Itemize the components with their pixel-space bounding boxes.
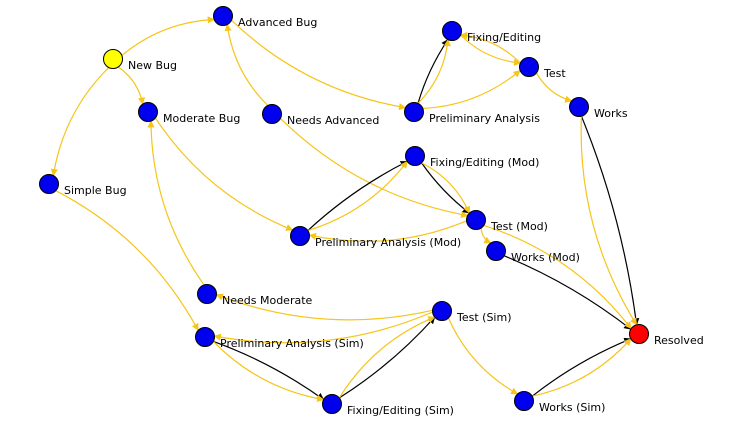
node-label: Fixing/Editing (Mod) — [430, 156, 539, 169]
node-circle[interactable] — [290, 226, 310, 246]
node-circle[interactable] — [466, 210, 486, 230]
node-label: Needs Advanced — [287, 114, 379, 127]
node-test-sim[interactable]: Test (Sim) — [432, 301, 512, 325]
edge-prelim-to-fixing — [417, 38, 451, 104]
edge-prelim-mod-to-fixing-mod — [307, 160, 408, 232]
node-label: Test — [543, 67, 566, 80]
node-label: Works (Sim) — [539, 401, 605, 414]
node-prelim-sim[interactable]: Preliminary Analysis (Sim) — [195, 327, 364, 351]
edge-test-to-fixing — [459, 32, 521, 64]
edge-needs-moderate-to-moderate-bug — [147, 120, 205, 286]
edge-new-bug-to-simple-bug — [50, 67, 110, 177]
node-fixing[interactable]: Fixing/Editing — [442, 21, 542, 45]
edge-test-to-works — [535, 72, 573, 103]
node-circle[interactable] — [629, 324, 649, 344]
node-test[interactable]: Test — [519, 57, 567, 81]
node-label: Advanced Bug — [238, 16, 317, 29]
node-moderate-bug[interactable]: Moderate Bug — [138, 102, 241, 126]
edge-works-to-resolved — [580, 116, 638, 326]
edge-fixing-to-test — [460, 34, 522, 66]
node-new-bug[interactable]: New Bug — [103, 49, 178, 73]
edge-simple-bug-to-prelim-sim — [55, 190, 199, 331]
node-works-mod[interactable]: Works (Mod) — [486, 241, 580, 265]
edge-fixing-mod-to-test-mod — [421, 162, 471, 214]
edge-new-bug-to-moderate-bug — [117, 66, 145, 105]
node-label: Fixing/Editing — [467, 31, 541, 44]
edge-test-sim-to-needs-moderate — [215, 293, 433, 321]
edge-fixing-mod-to-test-mod — [421, 162, 470, 214]
edge-works-to-resolved — [580, 115, 640, 326]
edge-works-mod-to-resolved — [503, 255, 632, 330]
node-label: New Bug — [128, 59, 177, 72]
edge-prelim-sim-to-fixing-sim — [212, 340, 325, 403]
node-label: Needs Moderate — [222, 294, 313, 307]
node-resolved[interactable]: Resolved — [629, 324, 704, 348]
edge-needs-advanced-to-test-mod — [279, 117, 469, 218]
edge-prelim-to-test — [422, 70, 521, 110]
node-circle[interactable] — [519, 57, 539, 77]
node-circle[interactable] — [322, 394, 342, 414]
node-circle[interactable] — [103, 49, 123, 69]
node-circle[interactable] — [262, 104, 282, 124]
edge-test-sim-to-works-sim — [447, 317, 519, 395]
node-label: Works — [594, 107, 628, 120]
edge-test-sim-to-prelim-sim — [213, 311, 433, 344]
node-circle[interactable] — [197, 284, 217, 304]
node-label: Resolved — [654, 334, 704, 347]
edge-advanced-bug-to-prelim — [231, 19, 407, 111]
edge-needs-advanced-to-advanced-bug — [224, 23, 269, 106]
node-simple-bug[interactable]: Simple Bug — [39, 174, 127, 198]
node-circle[interactable] — [569, 97, 589, 117]
node-label: Moderate Bug — [163, 112, 240, 125]
node-works-sim[interactable]: Works (Sim) — [514, 391, 606, 415]
node-circle[interactable] — [138, 102, 158, 122]
node-circle[interactable] — [442, 21, 462, 41]
node-needs-moderate[interactable]: Needs Moderate — [197, 284, 313, 308]
edge-works-sim-to-resolved — [532, 338, 632, 397]
node-prelim[interactable]: Preliminary Analysis — [404, 102, 541, 126]
node-prelim-mod[interactable]: Preliminary Analysis (Mod) — [290, 226, 462, 250]
edges-layer — [50, 16, 640, 403]
node-circle[interactable] — [432, 301, 452, 321]
node-needs-advanced[interactable]: Needs Advanced — [262, 104, 380, 128]
node-label: Preliminary Analysis (Sim) — [220, 337, 364, 350]
node-label: Preliminary Analysis (Mod) — [315, 236, 461, 249]
node-circle[interactable] — [404, 102, 424, 122]
node-circle[interactable] — [486, 241, 506, 261]
node-label: Fixing/Editing (Sim) — [347, 404, 454, 417]
node-test-mod[interactable]: Test (Mod) — [466, 210, 548, 234]
node-circle[interactable] — [195, 327, 215, 347]
edge-fixing-sim-to-test-sim — [338, 316, 436, 399]
node-fixing-sim[interactable]: Fixing/Editing (Sim) — [322, 394, 454, 418]
edge-fixing-sim-to-test-sim — [338, 316, 436, 399]
node-circle[interactable] — [213, 6, 233, 26]
node-circle[interactable] — [39, 174, 59, 194]
edge-test-mod-to-resolved — [483, 224, 632, 330]
node-works[interactable]: Works — [569, 97, 628, 121]
edge-new-bug-to-advanced-bug — [121, 16, 215, 56]
edge-prelim-sim-to-fixing-sim — [213, 340, 325, 401]
node-advanced-bug[interactable]: Advanced Bug — [213, 6, 318, 30]
node-label: Simple Bug — [64, 184, 127, 197]
edge-prelim-to-fixing — [417, 39, 449, 104]
edge-test-mod-to-prelim-mod — [308, 220, 467, 242]
node-circle[interactable] — [514, 391, 534, 411]
edge-prelim-mod-to-fixing-mod — [307, 160, 408, 232]
edge-works-sim-to-resolved — [531, 337, 632, 397]
node-circle[interactable] — [405, 146, 425, 166]
node-label: Test (Mod) — [490, 220, 548, 233]
edge-test-mod-to-works-mod — [480, 227, 492, 244]
node-fixing-mod[interactable]: Fixing/Editing (Mod) — [405, 146, 540, 170]
node-label: Preliminary Analysis — [429, 112, 540, 125]
node-label: Works (Mod) — [511, 251, 580, 264]
node-label: Test (Sim) — [456, 311, 512, 324]
edge-moderate-bug-to-prelim-mod — [154, 117, 294, 231]
